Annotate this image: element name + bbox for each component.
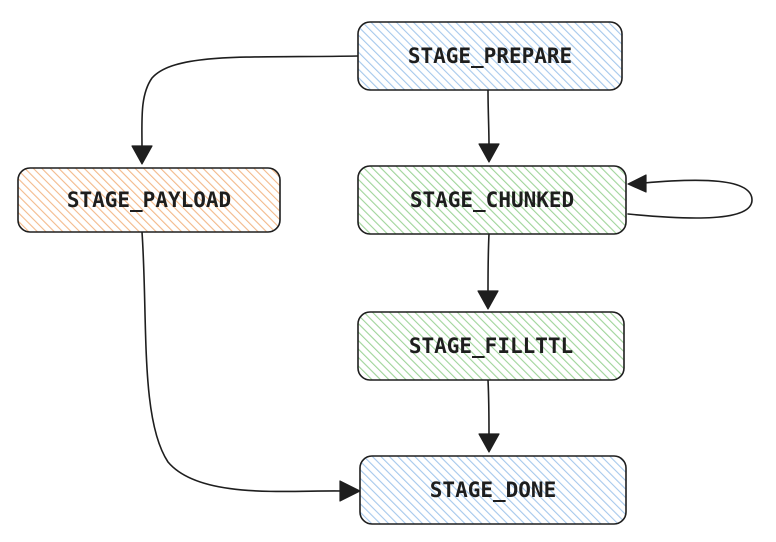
arrowhead-fillttl-in (477, 290, 499, 310)
edges (131, 55, 753, 502)
node-label-stage-prepare: STAGE_PREPARE (408, 44, 572, 68)
edge-fillttl-to-done (487, 379, 490, 437)
arrowhead-payload-in (131, 145, 153, 165)
edge-payload-to-done (141, 231, 343, 493)
edge-prepare-to-payload (141, 55, 359, 149)
edge-prepare-to-chunked (487, 89, 490, 147)
node-label-stage-done: STAGE_DONE (430, 478, 556, 502)
edge-chunked-self-loop (627, 179, 753, 219)
node-label-stage-payload: STAGE_PAYLOAD (67, 188, 231, 212)
node-stage-prepare: STAGE_PREPARE (357, 21, 623, 91)
node-label-stage-fillttl: STAGE_FILLTTL (409, 334, 573, 358)
arrowhead-chunked-in (478, 143, 500, 163)
arrowhead-done-in-left (339, 480, 361, 502)
node-stage-done: STAGE_DONE (359, 455, 627, 525)
node-stage-chunked: STAGE_CHUNKED (357, 165, 627, 235)
arrowhead-done-in-top (478, 433, 500, 453)
node-label-stage-chunked: STAGE_CHUNKED (410, 188, 574, 212)
edge-chunked-to-fillttl (487, 233, 490, 293)
arrowhead-chunked-loop (627, 174, 647, 193)
node-stage-fillttl: STAGE_FILLTTL (357, 311, 625, 381)
node-stage-payload: STAGE_PAYLOAD (17, 167, 281, 233)
